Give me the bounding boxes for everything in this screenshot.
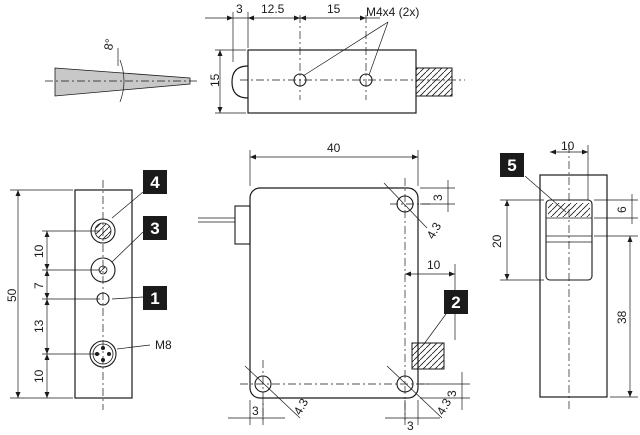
front-view-body xyxy=(74,189,133,399)
dim-4-3-br: 4.3 xyxy=(434,396,455,418)
dim-40: 40 xyxy=(327,141,341,155)
side-view-connector xyxy=(411,342,445,370)
callout-4: 4 xyxy=(143,170,167,194)
dim-7: 7 xyxy=(32,282,46,289)
dim-6: 6 xyxy=(615,206,629,213)
dim-3-top: 3 xyxy=(236,2,243,16)
connector-label: M8 xyxy=(155,338,172,352)
dim-38: 38 xyxy=(615,310,629,324)
dim-3-br: 3 xyxy=(445,390,459,397)
thread-note: M4x4 (2x) xyxy=(366,5,419,19)
dim-20: 20 xyxy=(490,234,504,248)
svg-text:5: 5 xyxy=(507,156,516,175)
beam-angle-view: 8° xyxy=(45,37,200,103)
front-view: M8 50 10 7 13 10 xyxy=(5,180,172,410)
dim-15-top: 15 xyxy=(327,2,341,16)
svg-text:1: 1 xyxy=(150,289,159,308)
dim-4-3-tr: 4.3 xyxy=(424,220,445,242)
led-center xyxy=(98,265,108,275)
pin-2 xyxy=(107,352,111,356)
side-view-body xyxy=(249,187,419,399)
dim-12-5: 12.5 xyxy=(261,2,285,16)
callout-2: 2 xyxy=(444,290,468,314)
dim-4-3-bl: 4.3 xyxy=(291,396,312,418)
dim-10-side: 10 xyxy=(561,139,575,153)
right-view-body xyxy=(539,174,608,398)
angle-arc xyxy=(119,59,125,103)
dim-3-bl: 3 xyxy=(252,404,259,418)
dim-10-a: 10 xyxy=(32,244,46,258)
dim-13: 13 xyxy=(32,319,46,333)
pin-4 xyxy=(101,358,105,362)
dim-15-height: 15 xyxy=(208,73,222,87)
dim-10-b: 10 xyxy=(32,369,46,383)
top-view-body xyxy=(247,49,417,114)
top-view-lens xyxy=(231,65,249,99)
pin-3 xyxy=(101,346,105,350)
svg-text:3: 3 xyxy=(150,219,159,238)
dim-3-bottom: 3 xyxy=(407,419,414,433)
callout-1: 1 xyxy=(143,286,167,310)
svg-text:2: 2 xyxy=(451,293,460,312)
top-view-connector xyxy=(415,67,453,97)
dim-10-right: 10 xyxy=(427,258,441,272)
svg-text:4: 4 xyxy=(150,173,160,192)
beam-cone xyxy=(54,67,191,97)
angle-label: 8° xyxy=(101,37,117,51)
top-view: 3 12.5 15 M4x4 (2x) 15 xyxy=(205,2,465,114)
right-view: 10 6 20 38 xyxy=(490,139,638,410)
callout-3: 3 xyxy=(143,216,167,240)
callout-5: 5 xyxy=(500,153,524,177)
side-view-lens xyxy=(234,205,251,245)
dim-50: 50 xyxy=(5,288,19,302)
side-view: 40 3 4.3 10 3 3 4.3 3 4.3 xyxy=(198,141,470,433)
dim-3-tr: 3 xyxy=(431,194,445,201)
